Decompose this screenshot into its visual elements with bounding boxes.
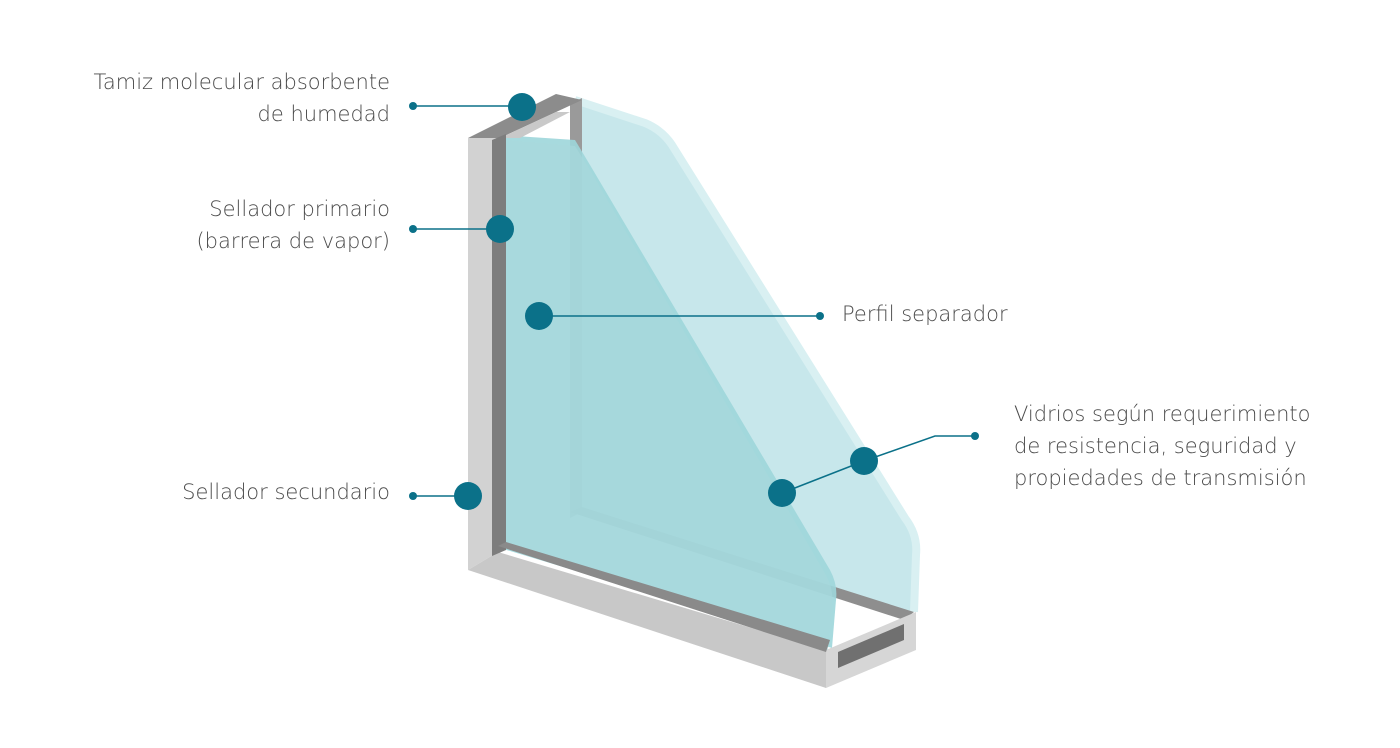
primary-sealant-strip <box>492 134 506 556</box>
callout-dot-small-tamiz <box>409 102 417 110</box>
callout-dot-small-perfil <box>816 312 824 320</box>
label-perfil-line-1: Perfil separador <box>842 302 1008 326</box>
label-sellador-primario-line-1: Sellador primario <box>209 197 390 221</box>
frame-bottom-slot <box>838 624 904 668</box>
callout-marker-sellador-secundario <box>454 482 482 510</box>
label-tamiz-line-2: de humedad <box>257 102 390 126</box>
callout-dot-small-sellador-secundario <box>409 492 417 500</box>
callout-marker-vidrios-outer <box>850 447 878 475</box>
label-tamiz-line-1: Tamiz molecular absorbente <box>93 70 390 94</box>
frame-front-bottom <box>468 552 832 688</box>
label-vidrios: Vidrios según requerimiento de resistenc… <box>1014 398 1310 494</box>
front-glass-overlay <box>506 140 833 650</box>
outer-glass-edge <box>573 96 921 613</box>
frame-top-cap-light <box>500 112 570 138</box>
label-perfil: Perfil separador <box>842 298 1008 330</box>
label-sellador-primario-line-2: (barrera de vapor) <box>196 229 390 253</box>
label-vidrios-line-2: de resistencia, seguridad y <box>1014 434 1297 458</box>
label-sellador-primario: Sellador primario (barrera de vapor) <box>196 193 390 257</box>
callout-dot-small-vidrios <box>971 432 979 440</box>
frame-front-vertical <box>468 138 498 570</box>
label-tamiz: Tamiz molecular absorbente de humedad <box>94 66 390 130</box>
inner-frame-bottom <box>498 542 830 652</box>
label-sellador-secundario: Sellador secundario <box>182 476 390 508</box>
callout-dot-small-sellador-primario <box>409 225 417 233</box>
callout-marker-perfil <box>525 302 553 330</box>
label-vidrios-line-3: propiedades de transmisión <box>1014 466 1307 490</box>
callout-marker-sellador-primario <box>486 215 514 243</box>
callout-marker-vidrios-inner <box>768 479 796 507</box>
label-sellador-secundario-line-1: Sellador secundario <box>182 480 390 504</box>
callout-marker-tamiz <box>508 93 536 121</box>
label-vidrios-line-1: Vidrios según requerimiento <box>1014 402 1311 426</box>
